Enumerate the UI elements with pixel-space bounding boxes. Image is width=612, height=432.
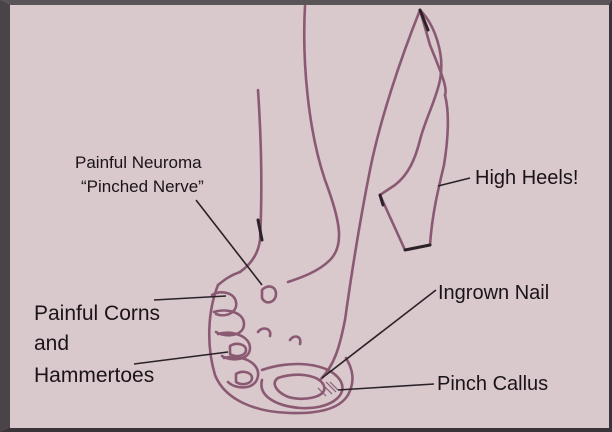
toenail-4 <box>236 372 252 384</box>
leader-line-ingrown-nail <box>322 290 436 378</box>
shoe-dark-accents <box>258 10 430 250</box>
corns-label-line1: Painful Corns <box>34 300 160 328</box>
leader-line-neuroma <box>196 200 262 285</box>
shoe-heel-outline <box>380 10 448 250</box>
leg-outline-front <box>240 90 261 272</box>
corn-mark-2 <box>290 337 300 344</box>
neuroma-mark <box>262 287 276 303</box>
leader-lines <box>134 178 470 390</box>
foot-top-outline <box>218 272 240 285</box>
high-heels-label: High Heels! <box>475 166 578 190</box>
leg-outline-back <box>288 6 339 282</box>
neuroma-label-line2: “Pinched Nerve” <box>81 176 204 198</box>
ingrown-nail-label: Ingrown Nail <box>438 281 549 305</box>
leader-line-high-heels <box>438 178 470 186</box>
corn-mark-1 <box>258 329 270 336</box>
neuroma-label-line1: Painful Neuroma <box>75 152 202 174</box>
big-toenail <box>275 375 325 399</box>
shoe-upper-outline <box>320 10 420 380</box>
toenail-3 <box>230 344 246 356</box>
corns-label-line3: Hammertoes <box>34 362 154 390</box>
pinch-callus-label: Pinch Callus <box>437 372 548 396</box>
corns-label-line2: and <box>34 330 69 358</box>
leader-line-corns <box>154 296 226 300</box>
